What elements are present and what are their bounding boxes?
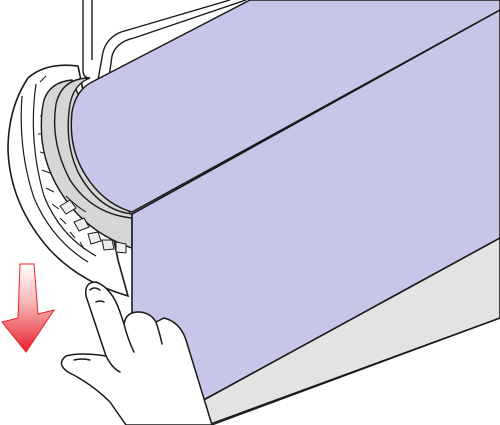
hand-illustration bbox=[60, 281, 213, 425]
clutch-mechanism bbox=[59, 195, 127, 254]
arrow-down-icon bbox=[1, 263, 56, 353]
